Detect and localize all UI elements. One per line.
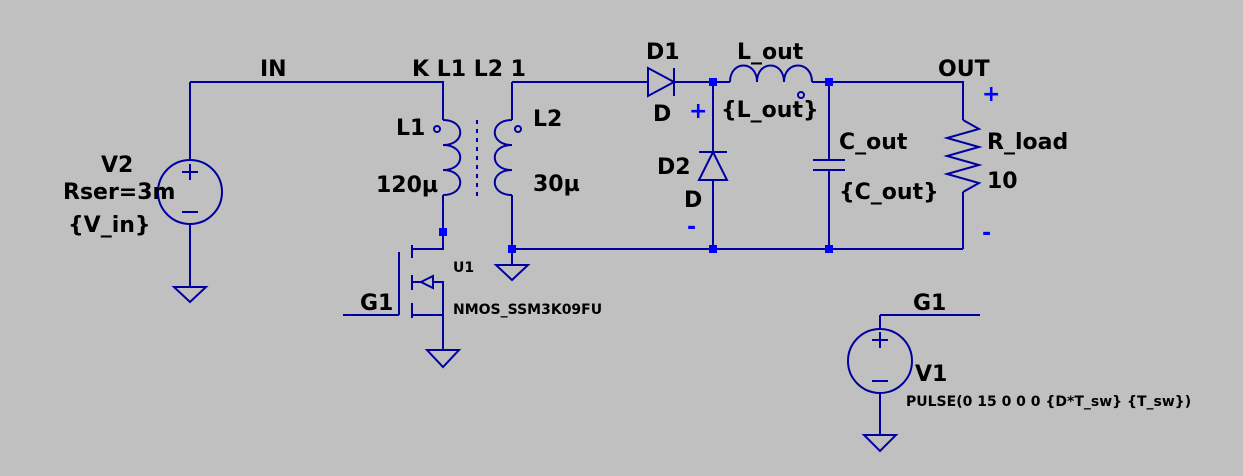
v1-source[interactable] [847,328,913,394]
d-minus-mark: - [687,215,696,240]
d1-diode[interactable] [647,66,677,98]
l1-inductor[interactable] [433,119,462,196]
wire-v1-top[interactable] [879,314,980,330]
net-label-in: IN [260,57,287,82]
l2-inductor[interactable] [493,119,522,196]
l1-name: L1 [396,116,425,141]
c-out-capacitor[interactable] [813,159,845,171]
coupling-label: K L1 L2 1 [412,57,526,82]
junction-dot [439,228,447,236]
l-out-name: L_out [737,40,804,65]
l-out-inductor[interactable] [729,64,813,99]
wire-l1-drain[interactable] [412,195,444,250]
ground-main [493,264,531,282]
v2-source[interactable] [157,159,223,225]
wire-in[interactable] [190,81,444,120]
junction-dot [709,245,717,253]
ground-v1 [861,434,899,453]
junction-dot [508,245,516,253]
u1-name: U1 [453,260,474,276]
l2-name: L2 [533,107,562,132]
d2-model: D [684,188,702,213]
v1-value: PULSE(0 15 0 0 0 {D*T_sw} {T_sw}) [906,394,1191,410]
junctions [439,78,833,253]
gate-label-v1: G1 [913,291,946,316]
net-label-out: OUT [938,57,990,82]
gate-label-mosfet: G1 [360,291,393,316]
u1-mosfet[interactable] [398,245,444,318]
v2-param: Rser=3m [63,180,175,205]
l1-value: 120µ [376,173,438,198]
out-minus-mark: - [982,221,991,246]
out-plus-mark: + [982,82,1000,107]
d2-diode[interactable] [697,149,729,181]
r-load-value: 10 [987,169,1018,194]
v2-value: {V_in} [68,213,151,238]
l-out-value: {L_out} [721,98,819,123]
c-out-value: {C_out} [839,180,939,205]
d1-name: D1 [646,40,680,65]
junction-dot [709,78,717,86]
junction-dot [825,78,833,86]
wires [189,81,980,435]
r-load-name: R_load [987,130,1068,155]
junction-dot [825,245,833,253]
wire-out[interactable] [829,81,964,120]
c-out-name: C_out [839,130,908,155]
d2-name: D2 [657,155,691,180]
u1-model: NMOS_SSM3K09FU [453,302,602,318]
v1-name: V1 [915,362,947,387]
ground-v2 [171,286,209,304]
r-load-resistor[interactable] [943,119,983,193]
d-plus-mark: + [689,99,707,124]
l2-value: 30µ [533,172,580,197]
v2-name: V2 [101,153,133,178]
wire-mos-source[interactable] [412,314,444,350]
d1-model: D [653,102,671,127]
ground-mosfet [424,349,462,369]
